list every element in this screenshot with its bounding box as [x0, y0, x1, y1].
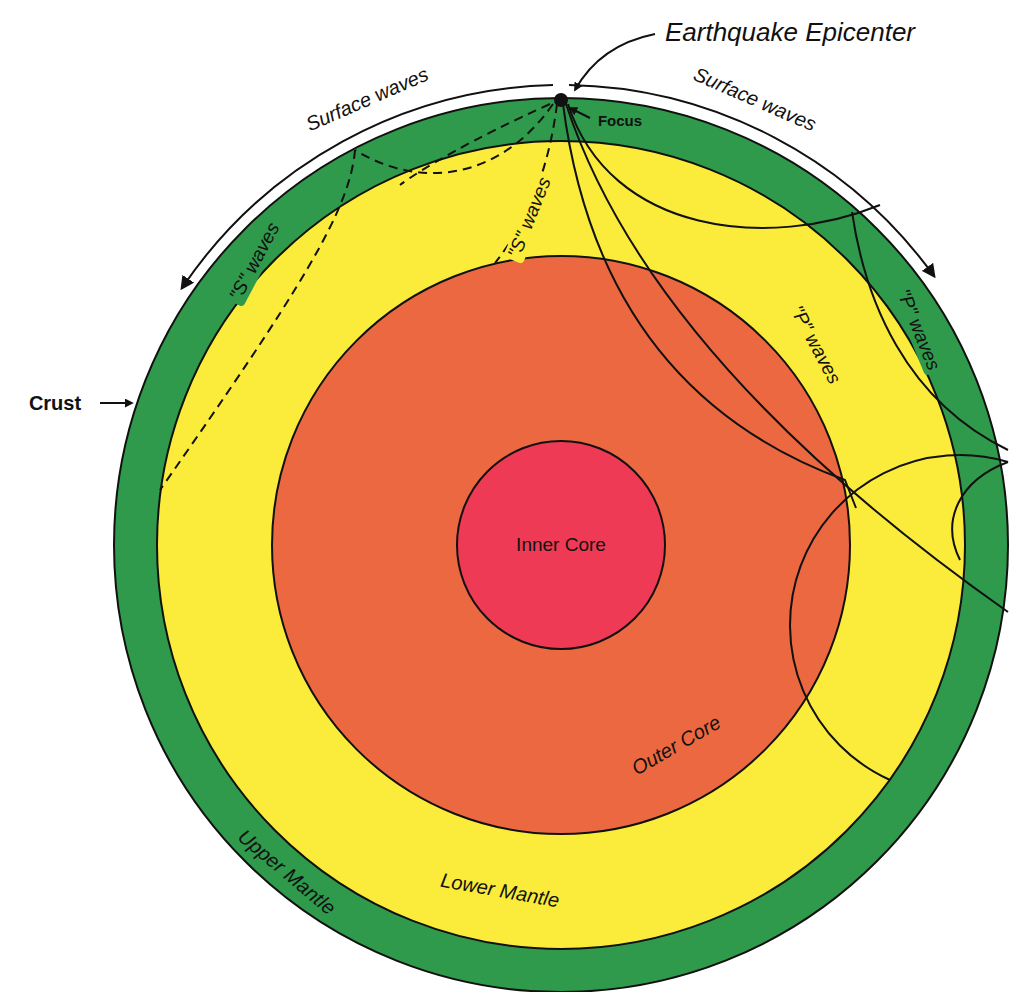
p-wave-rays — [563, 104, 1008, 780]
focus-label: Focus — [595, 113, 645, 130]
layer-label: Lower Mantle — [436, 868, 564, 912]
focus-leader — [570, 108, 590, 118]
epicenter-dot — [554, 93, 568, 107]
s-wave-rays — [160, 104, 557, 490]
earth-layer: Lower Mantle Outer Core Inner Core — [156, 140, 966, 950]
layer-label: Inner Core — [513, 535, 609, 556]
crust-leader — [100, 402, 132, 404]
earth-layer: Inner Core — [456, 440, 666, 650]
surface-wave-arc — [569, 85, 934, 276]
epicenter-leader — [575, 34, 655, 90]
earth-layer: Outer Core Inner Core — [271, 255, 851, 835]
surface-wave-arc — [182, 85, 553, 288]
epicenter-label: Earthquake Epicenter — [662, 18, 918, 47]
layer-label: Crust — [26, 392, 84, 414]
layer-label: Outer Core — [625, 709, 727, 781]
earth-layer: Upper MantleLower MantleOuter CoreInner … — [113, 97, 1009, 992]
